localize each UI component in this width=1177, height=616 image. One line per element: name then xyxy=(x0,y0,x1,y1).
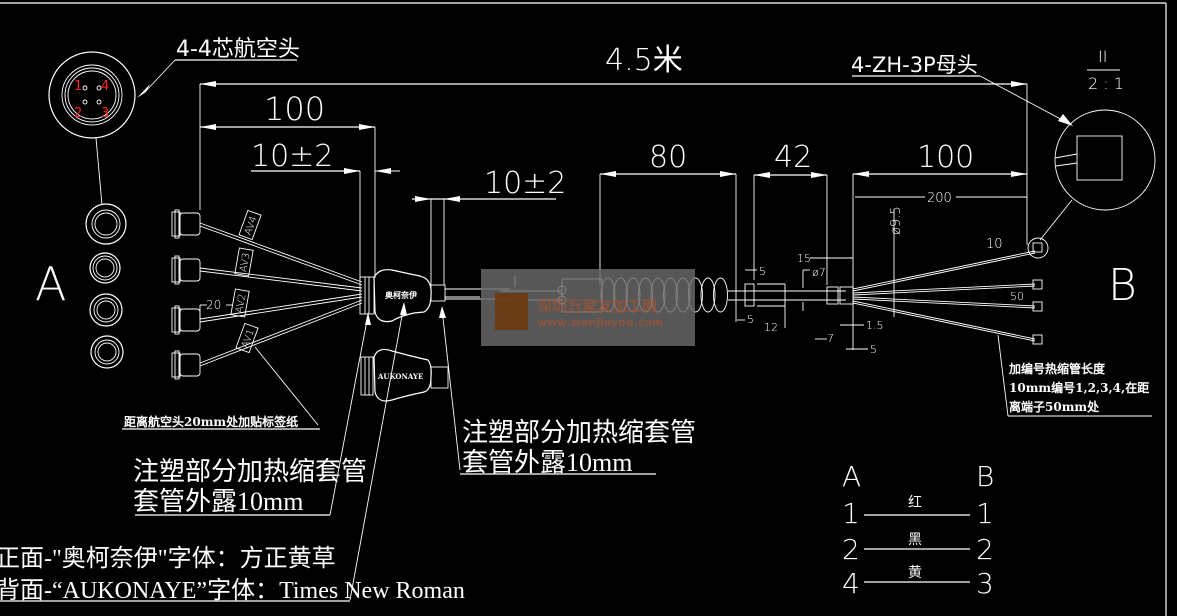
connector-b-label: 4-ZH-3P母头 xyxy=(851,53,978,77)
leader-line xyxy=(349,304,405,601)
svg-text:4: 4 xyxy=(842,567,860,600)
detail-view-circle xyxy=(1039,109,1156,241)
overmold-front-text: 奥柯奈伊 xyxy=(384,290,417,300)
strain-relief xyxy=(728,283,854,307)
plug-side-view xyxy=(171,305,201,335)
heatshrink-note-left-line1: 注塑部分加热缩套管 xyxy=(133,457,367,486)
connector-a-circles xyxy=(85,203,127,369)
detail-view-scale: 2 : 1 xyxy=(1088,74,1124,93)
tube-note-line2: 10mm编号1,2,3,4,在距 xyxy=(1009,380,1149,395)
wire-label-av1: AV1 xyxy=(235,322,259,354)
wire-label-av2: AV2 xyxy=(230,288,250,318)
pin-number: 4 xyxy=(101,79,109,94)
plug-side-view xyxy=(171,255,201,285)
table-row: 1 红 1 xyxy=(842,495,994,530)
dim-80: 80 xyxy=(649,140,687,175)
coil-loop xyxy=(700,277,716,313)
dim-50: 50 xyxy=(1010,290,1024,303)
dim-10pm2-left: 10±2 xyxy=(251,139,333,174)
pin-number: 3 xyxy=(101,106,109,121)
dim-12: 12 xyxy=(764,321,778,334)
watermark-cn: 深圳万家友加工网 xyxy=(537,297,657,315)
connector-a-label: 4-4芯航空头 xyxy=(176,37,300,62)
dim-7: 7 xyxy=(827,332,834,345)
svg-text:红: 红 xyxy=(908,495,922,511)
table-header-a: A xyxy=(842,460,861,493)
watermark-url: www.wanjiayou.com xyxy=(537,316,663,329)
svg-text:3: 3 xyxy=(976,567,994,600)
wire-label-av3: AV3 xyxy=(234,247,254,277)
label-note: 距离航空头20mm处加贴标签纸 xyxy=(124,414,298,429)
coil-loop xyxy=(713,277,728,313)
end-letter-b: B xyxy=(1108,260,1137,311)
pin-number: 2 xyxy=(74,106,82,121)
detail-view-id: II xyxy=(1098,47,1107,66)
arrowhead xyxy=(400,302,407,315)
svg-text:黄: 黄 xyxy=(908,564,922,581)
leader-line xyxy=(254,346,319,426)
overmold-front: 奥柯奈伊 xyxy=(359,269,480,323)
table-row: 2 黑 2 xyxy=(842,532,994,566)
dim-dia-9-5: ø9.5 xyxy=(889,206,904,235)
plug-side-view xyxy=(171,209,201,239)
arrowhead xyxy=(137,84,150,98)
overmold-back-text: AUKONAYE xyxy=(377,372,423,381)
font-note-back: 背面-“AUKONAYE”字体：Times New Roman xyxy=(0,577,465,604)
svg-text:AV2: AV2 xyxy=(234,293,248,314)
svg-text:2: 2 xyxy=(976,533,994,566)
dim-5-b: 5 xyxy=(747,313,754,326)
arrowhead xyxy=(439,306,446,318)
dim-100-right: 100 xyxy=(917,140,974,175)
leader-line xyxy=(144,59,176,93)
font-note-front: 正面-"奥柯奈伊"字体：方正黄草 xyxy=(0,545,336,572)
wires-b xyxy=(852,237,1049,345)
dim-dia-7: ø7 xyxy=(812,266,826,279)
heatshrink-note-mid-line2: 套管外露10mm xyxy=(462,448,632,477)
svg-text:2: 2 xyxy=(842,533,860,566)
total-length-label: 4.5米 xyxy=(605,43,683,78)
dim-1-5: 1.5 xyxy=(866,319,884,332)
dim-10: 10 xyxy=(986,237,1003,252)
dim-15: 15 xyxy=(797,252,811,265)
svg-text:1: 1 xyxy=(842,497,860,530)
heatshrink-note-left-line2: 套管外露10mm xyxy=(133,487,303,516)
watermark: 深圳万家友加工网 www.wanjiayou.com xyxy=(481,269,695,346)
svg-text:黑: 黑 xyxy=(908,532,922,548)
pin-number: 1 xyxy=(74,79,82,94)
leader-line xyxy=(441,308,461,471)
svg-text:AV3: AV3 xyxy=(238,252,252,273)
svg-text:1: 1 xyxy=(976,497,994,530)
dim-10pm2-mid: 10±2 xyxy=(484,166,566,201)
pin-mapping-table: A B 1 红 1 2 黑 2 4 黄 3 xyxy=(842,460,994,600)
connector-a-face-view: 1 4 2 3 xyxy=(48,51,136,206)
table-header-b: B xyxy=(976,460,994,493)
tube-note-line1: 加编号热缩管长度 xyxy=(1008,361,1106,376)
heatshrink-note-mid-line1: 注塑部分加热缩套管 xyxy=(462,418,696,447)
dim-200: 200 xyxy=(927,191,952,206)
end-letter-a: A xyxy=(35,257,66,311)
dim-42: 42 xyxy=(774,140,812,175)
plug-side-view xyxy=(171,350,201,380)
connector-a-plugs xyxy=(171,209,201,380)
table-row: 4 黄 3 xyxy=(842,564,994,600)
wires-a xyxy=(199,222,363,367)
leader-line xyxy=(329,314,369,516)
dim-20: 20 xyxy=(206,298,221,312)
overmold-back: AUKONAYE xyxy=(360,348,449,402)
dim-5-c: 5 xyxy=(870,343,877,356)
wire-label-av4: AV4 xyxy=(238,209,262,241)
tube-note-line3: 离端子50mm处 xyxy=(1009,399,1100,414)
dim-5-a: 5 xyxy=(759,265,766,278)
dim-100-left: 100 xyxy=(264,90,325,128)
arrowhead xyxy=(365,312,371,325)
